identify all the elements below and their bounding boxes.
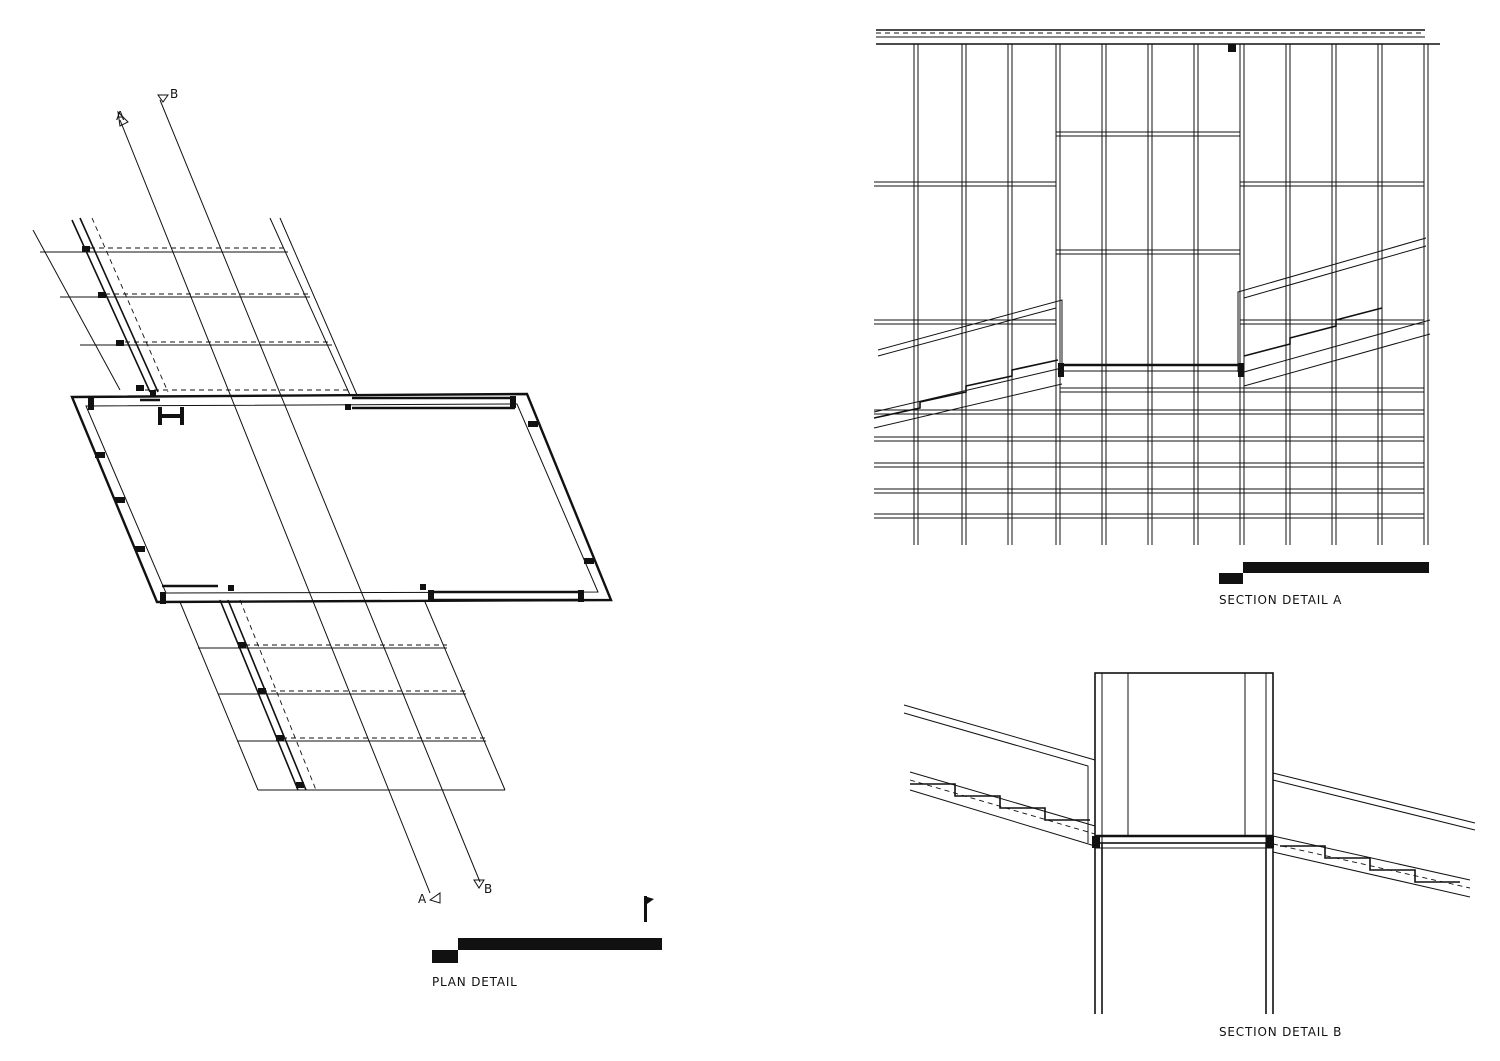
cut-label-b-bottom: B — [484, 882, 493, 896]
plan-detail-caption: PLAN DETAIL — [432, 975, 518, 989]
cut-label-b-top: B — [170, 87, 179, 101]
cut-marker-a-bottom-icon — [428, 892, 441, 904]
cut-label-a-top: A — [116, 109, 125, 123]
section-cut-line-a — [119, 119, 431, 894]
section-detail-b-caption: SECTION DETAIL B — [1219, 1025, 1342, 1039]
section-detail-a-caption: SECTION DETAIL A — [1219, 593, 1342, 607]
cut-label-a-bottom: A — [418, 892, 427, 906]
north-arrow-icon — [644, 896, 654, 922]
cut-marker-a-top-icon — [117, 110, 129, 127]
cut-marker-b-bottom-icon — [473, 879, 485, 889]
plan-scale-bar — [432, 938, 662, 963]
section-cut-line-b — [159, 99, 481, 883]
cut-marker-b-top-icon — [157, 94, 169, 103]
h-column-icon — [158, 407, 184, 425]
section-detail-b-drawing — [903, 672, 1476, 1014]
section-a-scale-bar — [1219, 562, 1429, 584]
plan-detail-drawing — [32, 94, 613, 904]
section-detail-a-drawing — [873, 29, 1440, 545]
